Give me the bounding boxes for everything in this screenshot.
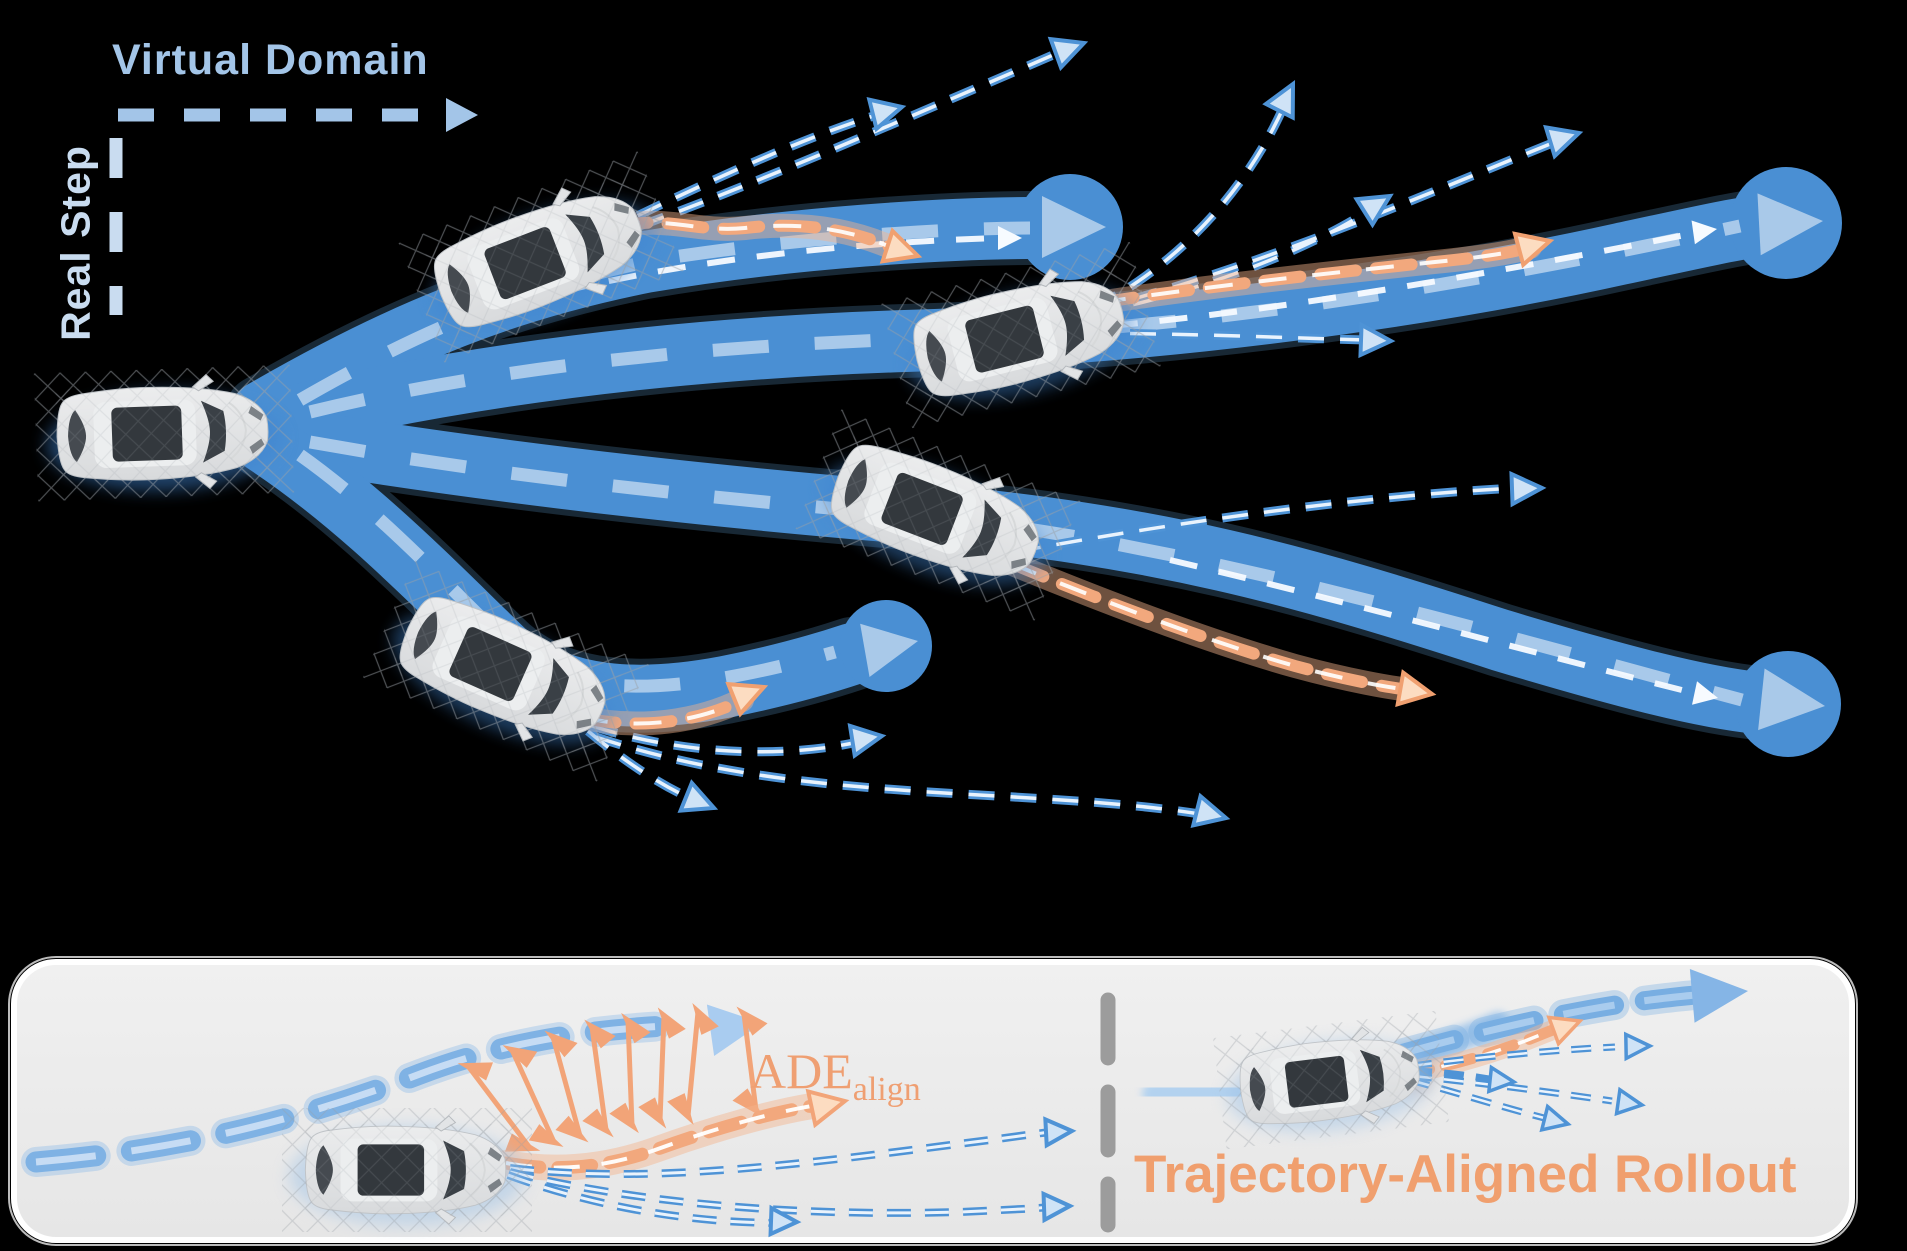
virtual-car-upper-right: [881, 241, 1161, 429]
virtual-car-upper-left: [398, 151, 684, 363]
virtual-car-middle: [795, 409, 1081, 621]
ade-align-label: ADEalign: [750, 1042, 921, 1108]
band-arrowhead-icon: [1042, 196, 1106, 258]
virtual-domain-axis: [118, 98, 478, 132]
panel-right-car: [1213, 1010, 1449, 1150]
arrowhead-icon: [1689, 968, 1748, 1023]
rollout-caption: Trajectory-Aligned Rollout: [1134, 1145, 1797, 1204]
arrowhead-icon: [805, 1088, 850, 1129]
virtual-car-lower-left: [363, 560, 649, 782]
panel-sampled-trajectories: [506, 1116, 1077, 1238]
ego-car: [33, 364, 295, 502]
arrowhead-icon: [706, 1004, 762, 1056]
band-arrowhead-icon: [1758, 668, 1825, 731]
virtual-domain-label: Virtual Domain: [112, 36, 429, 84]
sampled-trajectory-arrows: [585, 36, 1584, 828]
panel-aligned-rollout-trajectory: [493, 1088, 850, 1181]
ade-metric-text: ADE: [750, 1043, 853, 1099]
band-arrowhead-icon: [1757, 193, 1823, 256]
arrowhead-icon: [446, 98, 478, 132]
ade-subscript-text: align: [852, 1071, 921, 1108]
panel-left-car: [282, 1108, 532, 1232]
band-arrowhead-icon: [860, 623, 918, 677]
real-step-label: Real Step: [52, 145, 99, 341]
